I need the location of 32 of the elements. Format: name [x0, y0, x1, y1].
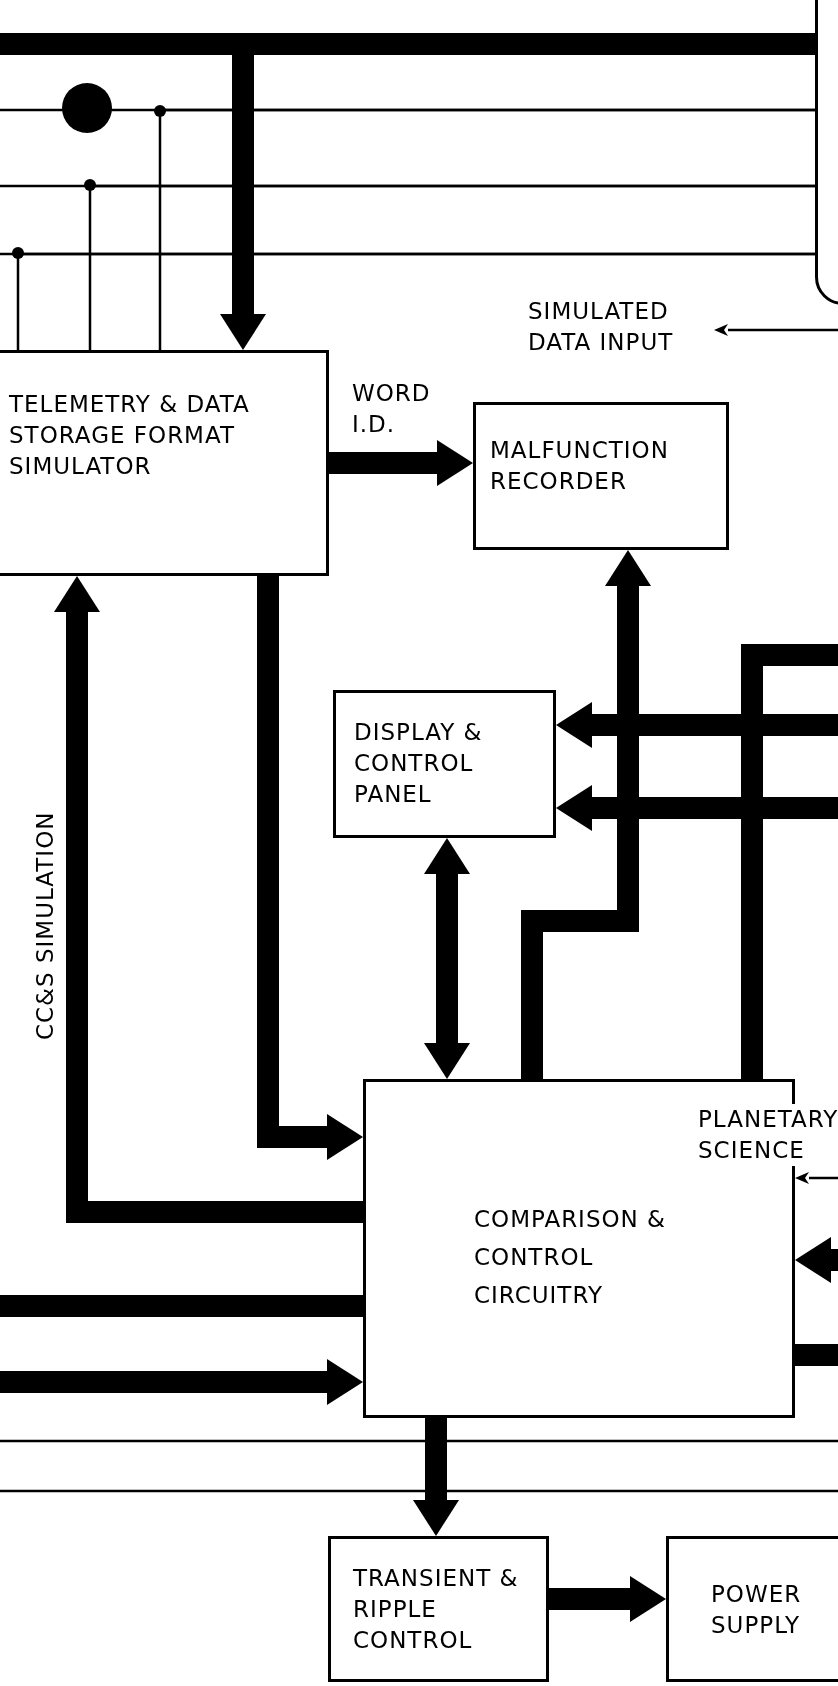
- arrow: [424, 838, 470, 1079]
- signal-label: SIMULATED DATA INPUT: [528, 296, 714, 362]
- connector-line: [16, 252, 815, 350]
- arrow: [413, 1418, 459, 1536]
- arrow: [556, 702, 838, 748]
- arrow: [714, 324, 838, 336]
- arrow: [795, 1172, 838, 1184]
- process-box: [328, 1536, 549, 1682]
- connector-line: [795, 1344, 838, 1366]
- process-box: [473, 402, 729, 550]
- connector-line: [741, 644, 838, 1079]
- arrow: [556, 785, 838, 831]
- connector-line: [158, 108, 815, 350]
- process-box: [0, 350, 329, 576]
- arrow: [54, 576, 363, 1223]
- box-label: TRANSIENT & RIPPLE CONTROL: [353, 1564, 520, 1655]
- arrow: [549, 1576, 666, 1622]
- arrow: [521, 550, 651, 1079]
- connector-line: [88, 184, 815, 350]
- edge-label: PLANETARY SCIENCE: [698, 1104, 836, 1166]
- arrow: [329, 440, 473, 486]
- connector-line: [0, 1295, 363, 1317]
- arrow: [795, 1237, 838, 1283]
- box-label: COMPARISON & CONTROL CIRCUITRY: [474, 1205, 668, 1310]
- process-box: [666, 1536, 838, 1682]
- box-label: POWER SUPPLY: [711, 1580, 803, 1640]
- process-box: [333, 690, 556, 838]
- box-label: DISPLAY & CONTROL PANEL: [354, 718, 484, 809]
- box-label: MALFUNCTION RECORDER: [490, 436, 670, 496]
- arrow: [0, 1359, 363, 1405]
- box-label: TELEMETRY & DATA STORAGE FORMAT SIMULATOR: [9, 390, 251, 481]
- arrow: [257, 576, 363, 1160]
